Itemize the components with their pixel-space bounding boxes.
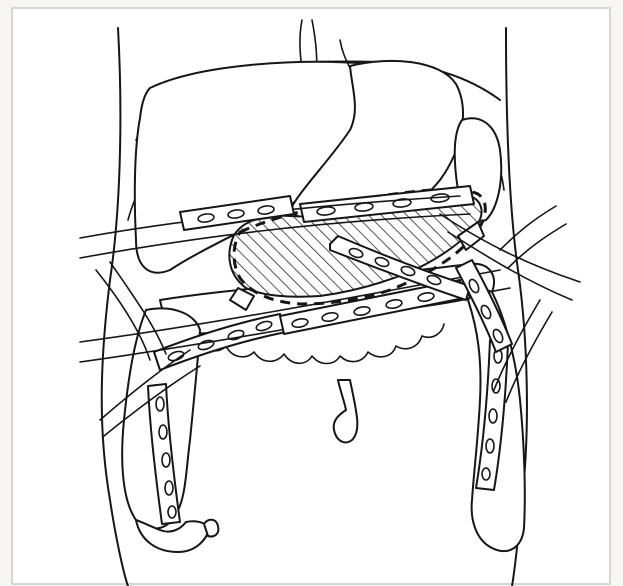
- anatomy-illustration: [0, 0, 623, 586]
- illustration-frame: [0, 0, 623, 586]
